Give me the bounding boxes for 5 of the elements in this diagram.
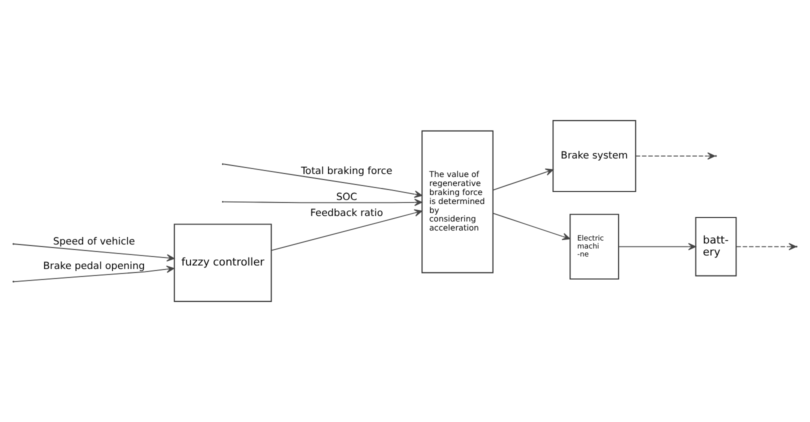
edge-label: Feedback ratio xyxy=(310,208,384,219)
edge-label: Brake pedal opening xyxy=(43,260,145,272)
edge-label: Speed of vehicle xyxy=(53,236,135,248)
edge-label: Total braking force xyxy=(300,166,392,177)
edge-label: SOC xyxy=(336,192,358,203)
